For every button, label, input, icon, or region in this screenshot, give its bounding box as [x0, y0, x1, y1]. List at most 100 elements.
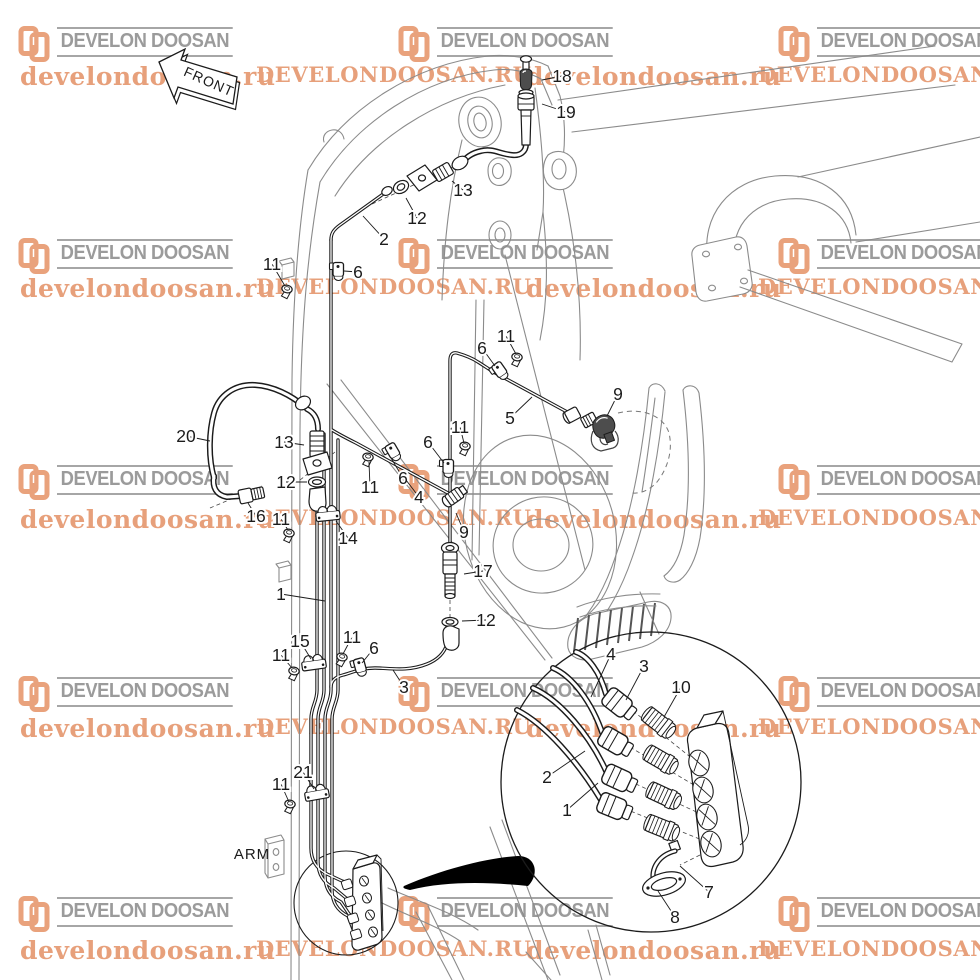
logo-brand-text: DEVELON DOOSAN	[817, 677, 980, 707]
callout-11: 11	[270, 772, 292, 803]
manifold-large-view	[517, 652, 749, 897]
callout-14: 14	[335, 520, 360, 550]
bolt-11-2	[509, 351, 524, 368]
callout-12: 12	[405, 197, 429, 230]
callout-19: 19	[541, 100, 578, 124]
logo-brand-text: DEVELON DOOSAN	[57, 465, 233, 495]
adapter-10-2	[639, 742, 682, 778]
site-url-watermark: develondoosan.ru	[20, 714, 276, 743]
bolt-11-5	[457, 440, 472, 457]
callout-13: 13	[451, 178, 474, 202]
callout-21: 21	[291, 760, 315, 790]
callout-number: 3	[639, 656, 649, 676]
callout-number: 7	[704, 882, 714, 902]
callout-number: 9	[613, 384, 623, 404]
front-direction-arrow: FRONT	[158, 47, 241, 111]
callout-number: 3	[399, 677, 409, 697]
site-url-watermark: develondoosan.ru	[20, 274, 276, 303]
callout-number: 12	[476, 610, 495, 630]
callout-1: 1	[274, 582, 326, 606]
develon-doosan-logo-watermark: DEVELON DOOSAN	[18, 895, 248, 933]
callout-17: 17	[463, 559, 495, 583]
logo-brand-text: DEVELON DOOSAN	[437, 239, 613, 269]
callout-number: 21	[293, 762, 312, 782]
callout-3: 3	[392, 669, 411, 699]
callout-5: 5	[503, 396, 533, 430]
hose-20-coupling	[294, 395, 312, 411]
fitting-17	[440, 541, 460, 600]
fitting-13-top	[432, 155, 469, 182]
logo-brand-text: DEVELON DOOSAN	[437, 465, 613, 495]
develon-doosan-logo-watermark: DEVELON DOOSAN	[778, 237, 980, 275]
develon-doosan-logo-watermark: DEVELON DOOSAN	[398, 895, 628, 933]
callout-number: 9	[459, 522, 469, 542]
callout-2: 2	[362, 215, 391, 251]
fitting-9-pipe4	[441, 484, 469, 508]
callout-number: 5	[505, 408, 515, 428]
develon-doosan-logo-icon	[18, 26, 50, 62]
adapter-10-3	[642, 779, 685, 813]
callout-number: 11	[272, 774, 290, 794]
bolt-11-4	[360, 451, 375, 468]
fittings-and-parts	[237, 55, 616, 815]
develon-doosan-logo-watermark: DEVELON DOOSAN	[18, 237, 248, 275]
logo-brand-text: DEVELON DOOSAN	[817, 465, 980, 495]
elbow-9	[592, 414, 616, 444]
site-url-watermark: DEVELONDOOSAN.RU	[758, 505, 980, 530]
callout-6: 6	[361, 636, 381, 664]
develon-doosan-logo-watermark: DEVELON DOOSAN	[18, 675, 248, 713]
manifold-small-view	[340, 854, 384, 951]
detail-pointer-swoosh	[403, 856, 535, 890]
arm-mount-bracket	[264, 834, 285, 879]
develon-doosan-logo-icon	[18, 676, 50, 712]
develon-doosan-logo-watermark: DEVELON DOOSAN	[778, 25, 980, 63]
bolt-11-6	[286, 665, 301, 682]
excavator-boom-structure	[264, 45, 980, 980]
washer-12-lower	[441, 616, 459, 628]
logo-brand-text: DEVELON DOOSAN	[437, 897, 613, 927]
callout-number: 20	[176, 426, 196, 446]
callout-number: 11	[497, 326, 515, 346]
site-url-watermark: develondoosan.ru	[526, 505, 782, 534]
callout-number: 2	[542, 767, 552, 787]
site-url-watermark: DEVELONDOOSAN.RU	[256, 62, 532, 87]
callout-number: 11	[272, 645, 290, 665]
fitting-18	[519, 68, 533, 91]
develon-doosan-logo-icon	[778, 26, 810, 62]
logo-brand-text: DEVELON DOOSAN	[57, 677, 233, 707]
callout-number: 11	[263, 254, 281, 274]
develon-doosan-logo-icon	[18, 896, 50, 932]
logo-brand-text: DEVELON DOOSAN	[817, 239, 980, 269]
clamp-6-e	[348, 656, 369, 680]
develon-doosan-logo-icon	[778, 464, 810, 500]
callout-number: 4	[606, 644, 616, 664]
callout-9: 9	[455, 512, 471, 544]
callout-number: 8	[670, 907, 680, 927]
adapter-10-1	[638, 703, 680, 743]
arm-label: ARM	[234, 846, 270, 863]
callout-number: 10	[671, 677, 691, 697]
site-url-watermark: DEVELONDOOSAN.RU	[256, 505, 532, 530]
site-url-watermark: develondoosan.ru	[526, 936, 782, 965]
logo-brand-text: DEVELON DOOSAN	[817, 897, 980, 927]
bolt-11-8	[282, 798, 297, 815]
callout-6: 6	[390, 457, 410, 490]
develon-doosan-logo-watermark: DEVELON DOOSAN	[398, 675, 628, 713]
callout-1: 1	[560, 782, 599, 822]
callout-6: 6	[343, 260, 365, 284]
detail-circle-small	[293, 850, 399, 956]
hose-nut-1	[594, 790, 636, 825]
callout-11: 11	[270, 507, 292, 531]
develon-doosan-logo-watermark: DEVELON DOOSAN	[778, 675, 980, 713]
site-url-watermark: DEVELONDOOSAN.RU	[758, 936, 980, 961]
develon-doosan-logo-watermark: DEVELON DOOSAN	[398, 463, 628, 501]
bolt-11-1	[279, 283, 294, 300]
callout-number: 11	[272, 509, 290, 529]
develon-doosan-logo-icon	[778, 238, 810, 274]
callout-11: 11	[270, 643, 293, 669]
callout-number: 6	[353, 262, 363, 282]
callout-11: 11	[449, 415, 471, 444]
